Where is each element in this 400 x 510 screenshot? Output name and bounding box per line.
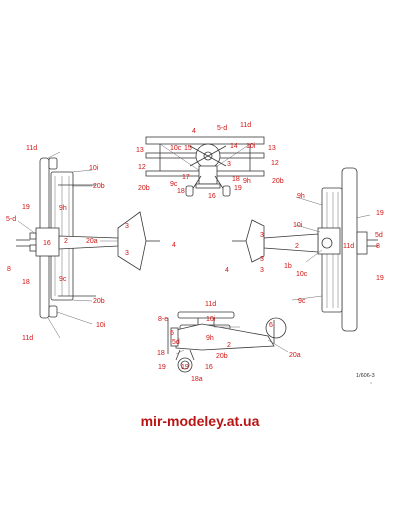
part-label: 5-d — [6, 216, 16, 223]
part-label: 11d — [26, 145, 37, 152]
part-label: 5-d — [217, 125, 227, 132]
part-label: 20b — [216, 353, 228, 360]
part-label: 5 — [170, 330, 174, 337]
front-axle — [195, 183, 221, 189]
part-label: 19 — [22, 204, 30, 211]
part-label: 20b — [272, 178, 284, 185]
part-label: 10i — [96, 322, 106, 329]
part-label: 9h — [59, 205, 67, 212]
part-label: 8 — [7, 266, 11, 273]
part-label: 20a — [289, 352, 301, 359]
part-label: 3 — [260, 232, 264, 239]
part-label: 9c — [298, 298, 306, 305]
part-label: 20a — [86, 238, 98, 245]
part-label: 5d — [172, 339, 180, 346]
part-label: 3 — [125, 223, 129, 230]
part-label: 9h — [206, 335, 214, 342]
labels-top-left: 11d 10i 20b 19 9h 5-d 3 16 2 20a 4 3 8 1… — [6, 145, 176, 342]
sheet-code: 1/606-3 — [356, 373, 375, 379]
part-label: 19 — [376, 275, 384, 282]
part-label: 13 — [136, 147, 144, 154]
part-label: 8-e — [158, 316, 168, 323]
part-label: 3 — [125, 250, 129, 257]
labels-side: 11d 8-e 10i 5 5d 9h 2 6 18 20b 20a 19 19… — [157, 301, 301, 383]
part-label: 9h — [243, 178, 251, 185]
part-label: 13 — [268, 145, 276, 152]
right-view-engine — [356, 231, 368, 255]
part-label: 20b — [93, 298, 105, 305]
part-label: 4 — [192, 128, 196, 135]
part-label: 19 — [234, 185, 242, 192]
part-label: 2 — [295, 243, 299, 250]
part-label: 10i — [293, 222, 303, 229]
side-view — [167, 311, 287, 373]
part-label: 18 — [177, 188, 185, 195]
part-label: 9c — [170, 181, 178, 188]
part-label: 18 — [22, 279, 30, 286]
side-cowling — [170, 327, 179, 347]
part-label: 20b — [138, 185, 150, 192]
part-label: 18 — [157, 350, 165, 357]
top-view-left — [16, 157, 160, 319]
right-view-cockpit — [317, 227, 341, 255]
part-label: 1b — [284, 263, 292, 270]
part-label: 4 — [225, 267, 229, 274]
left-view-tailplane — [117, 211, 147, 271]
labels-front: 4 5-d 11d 13 10c 15 14 10i 13 12 3 12 17… — [136, 122, 284, 200]
side-upper-wing — [177, 311, 235, 319]
part-label: 16 — [43, 240, 51, 247]
part-label: 19 — [376, 210, 384, 217]
part-label: 12 — [271, 160, 279, 167]
part-label: 2 — [64, 238, 68, 245]
part-label: 19 — [158, 364, 166, 371]
part-label: 15 — [184, 145, 192, 152]
part-label: 12 — [138, 164, 146, 171]
leader-lines — [17, 151, 371, 355]
part-label: 9h — [297, 193, 305, 200]
part-label: 3 — [227, 161, 231, 168]
part-label: 3 — [260, 256, 264, 263]
part-label: 14 — [230, 143, 238, 150]
part-label: 20b — [93, 183, 105, 190]
part-label: 9c — [59, 276, 67, 283]
part-label: 10i — [246, 143, 256, 150]
part-label: 4 — [172, 242, 176, 249]
part-label: 10c — [296, 271, 308, 278]
part-label: 11d — [343, 243, 354, 250]
part-label: 19 — [181, 364, 189, 371]
front-wheel-left — [185, 185, 194, 197]
side-tail-fin — [265, 317, 287, 339]
side-wheel — [177, 357, 193, 373]
part-label: 8 — [376, 243, 380, 250]
right-view-tailplane — [245, 219, 265, 263]
part-label: 16 — [208, 193, 216, 200]
part-label: 11d — [22, 335, 33, 342]
part-label: 3 — [260, 267, 264, 274]
side-fuselage — [175, 323, 275, 351]
part-label: 10i — [206, 316, 216, 323]
part-label: 17 — [182, 174, 190, 181]
part-label: 5d — [375, 232, 383, 239]
part-label: 18 — [232, 176, 240, 183]
part-label: 11d — [240, 122, 251, 129]
front-fuselage — [198, 165, 218, 185]
part-label: 16 — [205, 364, 213, 371]
part-label: 10c — [170, 145, 182, 152]
right-view-fuselage — [263, 233, 319, 253]
watermark: mir-modeley.at.ua — [140, 413, 260, 429]
part-label: 18a — [191, 376, 203, 383]
part-label: 6 — [269, 322, 273, 329]
part-label: 2 — [227, 342, 231, 349]
front-wheel-right — [222, 185, 231, 197]
top-view-right — [232, 167, 378, 332]
part-label: 10i — [89, 165, 99, 172]
front-view — [145, 136, 265, 197]
labels-top-right: 9h 19 10i 3 5d 3 2 11d 8 4 3 1b 10c 19 9… — [225, 193, 384, 305]
part-label: 11d — [205, 301, 216, 308]
